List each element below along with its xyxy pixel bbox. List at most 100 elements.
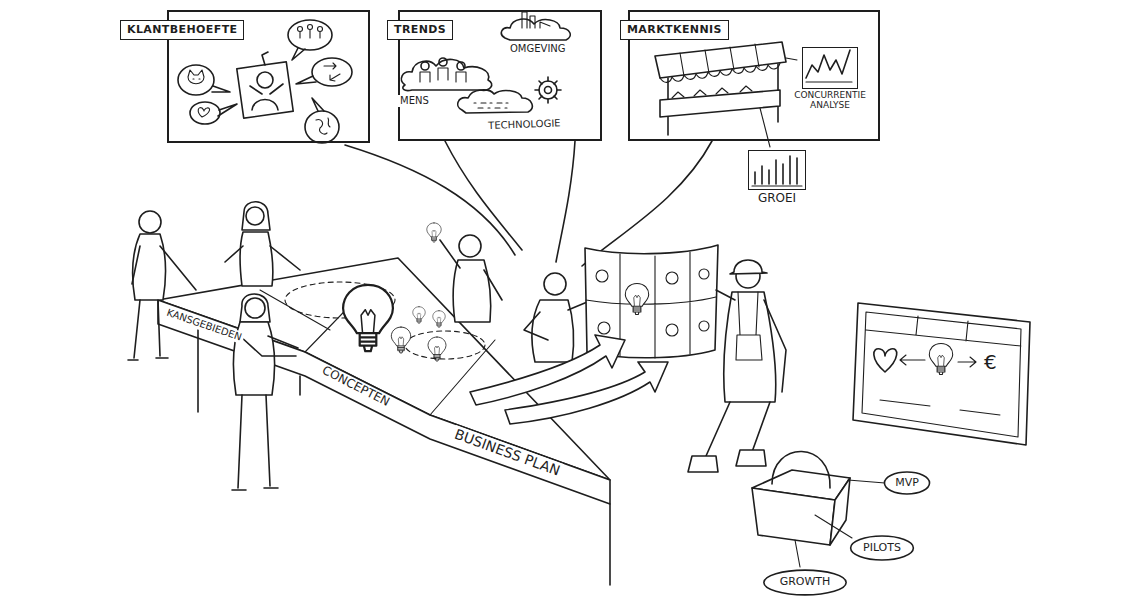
flow-curves — [582, 141, 712, 266]
big-arrows — [505, 362, 668, 424]
table — [158, 300, 610, 504]
people — [232, 336, 298, 490]
table — [433, 311, 445, 328]
chart-box: GROEI — [748, 150, 806, 190]
customer-sketch — [288, 20, 332, 50]
market-stall — [755, 156, 797, 184]
people — [133, 234, 166, 300]
screen — [853, 303, 1030, 445]
worker — [730, 260, 767, 274]
canvas-sheet — [666, 272, 678, 284]
screen — [874, 349, 897, 372]
market-stall — [760, 108, 770, 147]
screen — [853, 303, 1030, 445]
worker — [706, 290, 786, 456]
trends-sketch — [421, 62, 429, 70]
people — [459, 235, 481, 257]
people — [242, 202, 270, 230]
screen — [880, 400, 1000, 415]
market-stall — [655, 42, 852, 186]
customer-sketch — [324, 63, 340, 81]
screen — [862, 312, 1021, 437]
canvas-sheet — [699, 269, 709, 279]
sketch-label: OMGEVING — [508, 43, 568, 55]
trends-sketch — [458, 90, 533, 113]
sketch-label: BUSINESS PLAN — [450, 425, 564, 479]
market-stall — [806, 50, 850, 78]
customer-sketch — [257, 72, 273, 88]
flow-curves — [445, 141, 522, 250]
customer-sketch — [250, 84, 283, 110]
people — [240, 232, 273, 286]
table — [391, 327, 410, 353]
customer-sketch — [190, 102, 220, 124]
people — [532, 300, 574, 362]
canvas-sheet — [598, 322, 610, 334]
customer-sketch — [300, 30, 320, 38]
customer-sketch — [212, 86, 230, 92]
flow-curves — [556, 141, 575, 262]
trends-sketch — [545, 87, 552, 94]
trends-sketch — [439, 58, 447, 66]
market-stall — [786, 58, 797, 60]
stage-ellipse: PILOTS — [850, 535, 914, 561]
basket — [815, 515, 852, 538]
big-arrows — [470, 335, 668, 424]
customer-sketch — [198, 108, 209, 117]
customer-sketch — [296, 76, 316, 84]
sketch-label: CONCEPTEN — [318, 363, 394, 411]
topic-panel: KLANTBEHOEFTE — [167, 10, 370, 143]
canvas-sheet — [596, 270, 608, 282]
market-stall — [660, 90, 780, 117]
worker — [688, 260, 786, 472]
table — [428, 337, 446, 361]
customer-sketch — [262, 52, 268, 65]
people — [427, 223, 441, 242]
trends-sketch — [457, 62, 465, 70]
basket — [795, 540, 800, 567]
trends-sketch — [474, 103, 508, 108]
trends-sketch — [501, 19, 570, 40]
chart-caption: GROEI — [742, 192, 812, 205]
table — [158, 258, 610, 480]
trends-sketch — [522, 12, 550, 28]
customer-sketch — [318, 27, 323, 32]
customer-sketch — [305, 111, 339, 143]
customer-sketch — [298, 27, 303, 32]
table — [413, 307, 425, 324]
stage-ellipse: MVP — [884, 471, 930, 495]
table — [343, 285, 393, 351]
customer-sketch — [237, 62, 293, 118]
panel-heading: MARKTKENNIS — [620, 20, 729, 40]
people — [524, 300, 592, 340]
table — [158, 258, 610, 585]
market-stall — [806, 81, 852, 82]
basket — [772, 451, 830, 488]
stage-label: MVP — [895, 477, 919, 489]
customer-sketch — [188, 70, 204, 84]
people — [128, 202, 592, 490]
sketch-label: KANSGEBIEDEN — [163, 306, 245, 344]
basket — [848, 480, 885, 483]
worker — [736, 292, 762, 360]
customer-sketch — [218, 104, 237, 116]
panel-heading: TRENDS — [387, 20, 453, 40]
screen — [929, 343, 952, 374]
ellipse-outline — [764, 570, 846, 595]
stage-label: GROWTH — [780, 576, 831, 588]
customer-sketch — [292, 48, 305, 60]
stage-ellipse: GROWTH — [763, 569, 847, 596]
market-stall — [680, 44, 759, 76]
customer-sketch — [316, 118, 330, 134]
ellipse-outline — [851, 536, 914, 560]
people — [440, 240, 502, 300]
people — [139, 211, 161, 233]
people — [245, 298, 265, 318]
sketch-label: € — [982, 351, 999, 374]
people — [544, 273, 566, 295]
people — [240, 294, 270, 322]
